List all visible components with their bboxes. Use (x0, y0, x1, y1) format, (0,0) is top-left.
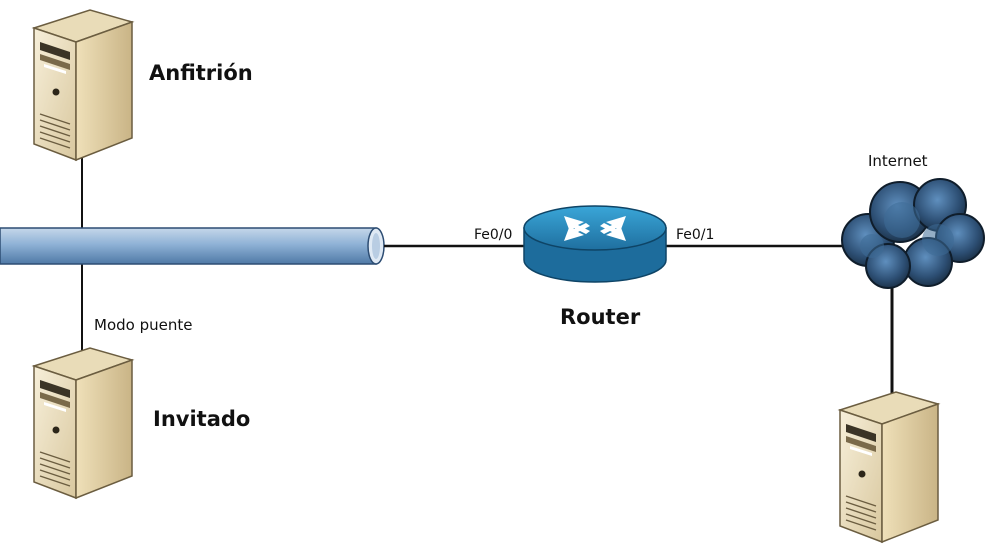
bridge-mode-label: Modo puente (94, 316, 193, 334)
port-fe01-label: Fe0/1 (676, 227, 715, 243)
cloud-icon (841, 178, 985, 289)
guest-label: Invitado (153, 407, 251, 431)
port-fe00-label: Fe0/0 (474, 227, 513, 243)
guest-server-icon (33, 347, 133, 499)
network-bus-icon (0, 227, 385, 265)
host-server-icon (33, 9, 133, 161)
internet-server-icon (839, 391, 939, 543)
internet-label: Internet (868, 152, 928, 170)
host-label: Anfitrión (149, 61, 253, 85)
router-icon (523, 205, 667, 283)
router-label: Router (560, 305, 641, 329)
